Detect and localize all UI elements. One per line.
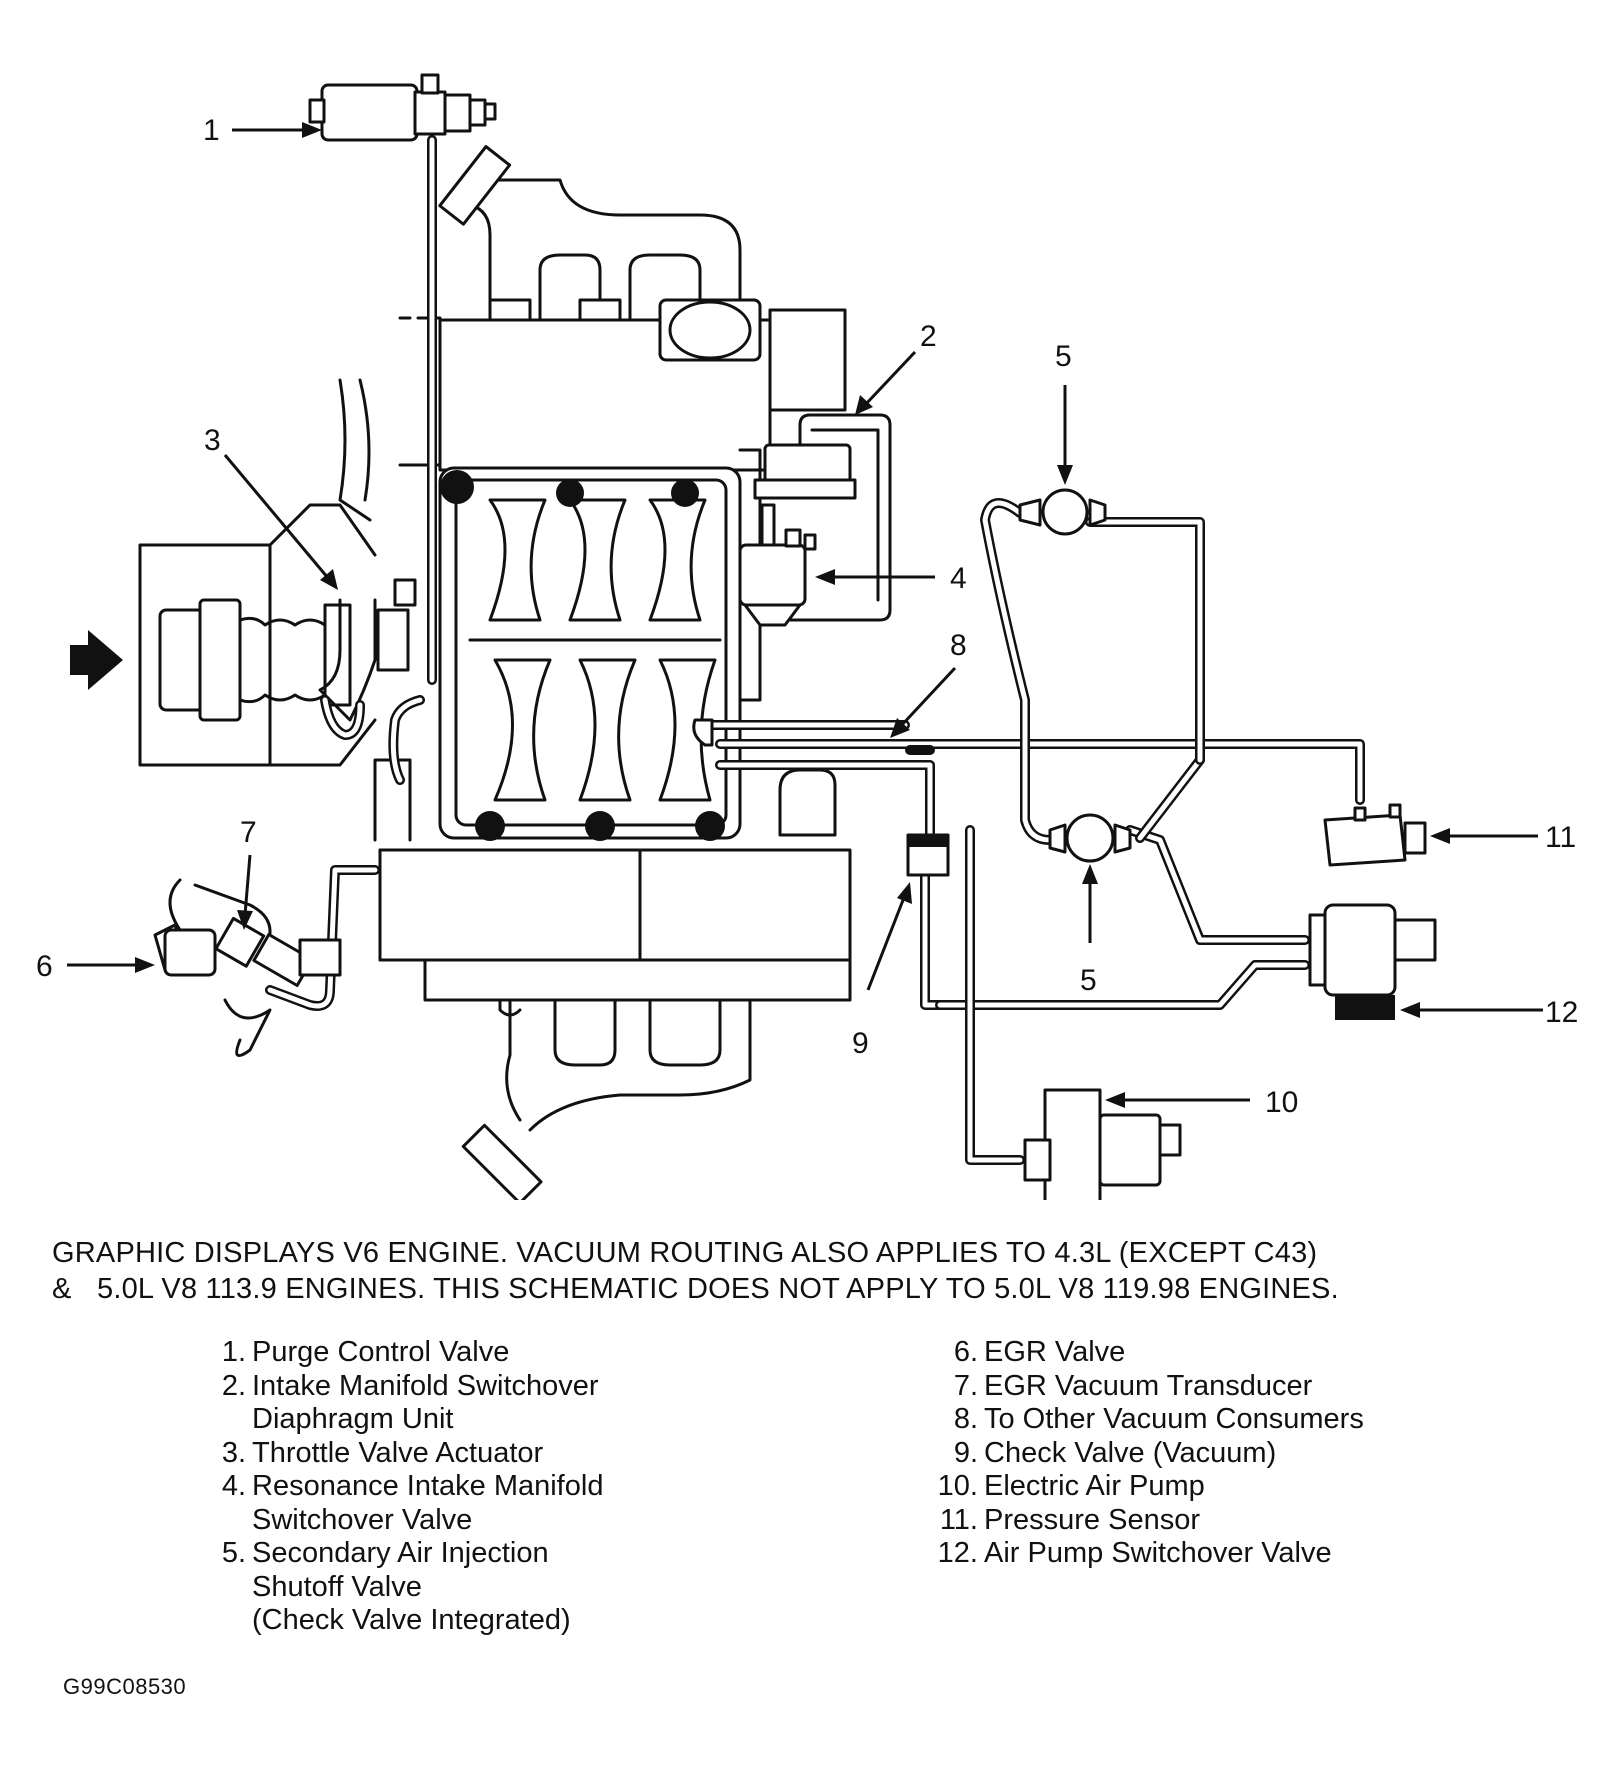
legend-item-line: Switchover Valve (252, 1503, 473, 1536)
legend-item-line: Secondary Air Injection (252, 1537, 549, 1569)
legend-item: 10.Electric Air Pump (925, 1470, 1565, 1504)
egr-valve (153, 878, 272, 1058)
legend-item-text: Purge Control Valve (252, 1336, 509, 1370)
caption-line-2-text: 5.0L V8 113.9 ENGINES. THIS SCHEMATIC DO… (97, 1273, 1339, 1305)
legend-item: 12.Air Pump Switchover Valve (925, 1537, 1565, 1571)
legend-item-number: 4. (221, 1470, 246, 1502)
legend-item-text: Pressure Sensor (984, 1504, 1200, 1538)
callout-3: 3 (204, 424, 221, 457)
legend-item-line: EGR Valve (984, 1336, 1126, 1368)
callout-7: 7 (240, 816, 257, 849)
throttle-valve-actuator (318, 578, 417, 740)
legend-item-number: 8. (953, 1403, 978, 1435)
legend-item-number: 9. (953, 1436, 978, 1469)
legend-item-text: EGR Valve (984, 1336, 1125, 1370)
legend-item-line: Purge Control Valve (252, 1336, 510, 1368)
leader-arrows (67, 122, 1543, 1108)
legend-item-line: Intake Manifold Switchover (252, 1369, 599, 1402)
purge-control-valve (308, 73, 497, 685)
legend-item: 11.Pressure Sensor (925, 1504, 1565, 1538)
legend-item-number: 7. (953, 1369, 978, 1402)
electric-air-pump (1023, 1088, 1182, 1200)
legend-item-number: 6. (953, 1336, 978, 1368)
legend-item: 6.EGR Valve (925, 1336, 1565, 1370)
callout-10: 10 (1265, 1086, 1298, 1119)
legend-item: 3.Throttle Valve Actuator (210, 1437, 730, 1471)
legend-item-line: To Other Vacuum Consumers (984, 1403, 1364, 1435)
legend-item-text: EGR Vacuum Transducer (984, 1370, 1312, 1404)
caption-line-2: &5.0L V8 113.9 ENGINES. THIS SCHEMATIC D… (52, 1271, 1572, 1307)
legend-item: 7.EGR Vacuum Transducer (925, 1370, 1565, 1404)
other-vacuum-consumers-line (692, 718, 714, 747)
legend-item-line: EGR Vacuum Transducer (984, 1369, 1313, 1402)
secondary-air-shutoff-valve-top (1018, 488, 1107, 536)
callout-12: 12 (1545, 996, 1578, 1029)
legend-item: 9.Check Valve (Vacuum) (925, 1437, 1565, 1471)
legend-item-line: Diaphragm Unit (252, 1403, 454, 1435)
resonance-switchover-valve (738, 503, 817, 627)
callout-6: 6 (36, 950, 53, 983)
legend-item-line: Pressure Sensor (984, 1503, 1200, 1536)
legend-item-text: Check Valve (Vacuum) (984, 1437, 1276, 1471)
legend-item-number: 2. (221, 1369, 246, 1402)
legend-item-number: 11. (939, 1503, 978, 1536)
legend-item-text: Electric Air Pump (984, 1470, 1205, 1504)
pressure-sensor (1323, 803, 1427, 867)
legend-item-line: (Check Valve Integrated) (252, 1604, 571, 1636)
check-valve-vacuum (906, 833, 950, 877)
legend-item-line: Check Valve (Vacuum) (984, 1436, 1277, 1469)
legend-item-line: Electric Air Pump (984, 1470, 1205, 1502)
legend-item-text: Air Pump Switchover Valve (984, 1537, 1332, 1571)
legend-item-number: 12. (937, 1537, 978, 1569)
figure-id: G99C08530 (63, 1674, 187, 1699)
diagram-caption: GRAPHIC DISPLAYS V6 ENGINE. VACUUM ROUTI… (52, 1235, 1572, 1307)
legend-item-text: To Other Vacuum Consumers (984, 1403, 1364, 1437)
callout-1: 1 (203, 114, 220, 147)
callout-9: 9 (852, 1027, 869, 1060)
vacuum-hoses (265, 498, 1365, 1165)
callout-5-bottom: 5 (1080, 964, 1097, 997)
air-pump-switchover-valve (1308, 903, 1437, 1020)
intake-switchover-diaphragm (753, 413, 892, 622)
callout-2: 2 (920, 320, 937, 353)
legend-item-line: Air Pump Switchover Valve (984, 1537, 1332, 1569)
legend-item-number: 5. (221, 1537, 246, 1569)
legend-item: 8.To Other Vacuum Consumers (925, 1403, 1565, 1437)
air-inlet (70, 378, 377, 767)
legend-item-number: 3. (221, 1436, 246, 1469)
engine-block (373, 145, 852, 1200)
legend-item: 1.Purge Control Valve (210, 1336, 730, 1370)
vacuum-routing-diagram: 1 2 3 4 5 5 6 7 8 9 10 11 12 (36, 73, 1578, 1200)
callout-5-top: 5 (1055, 340, 1072, 373)
egr-vacuum-transducer (214, 916, 342, 987)
callout-8: 8 (950, 629, 967, 662)
legend-item-line: Shutoff Valve (252, 1570, 422, 1603)
caption-line-1: GRAPHIC DISPLAYS V6 ENGINE. VACUUM ROUTI… (52, 1237, 1318, 1269)
caption-ampersand: & (52, 1273, 72, 1305)
legend-item-line: Resonance Intake Manifold (252, 1470, 604, 1502)
legend-item-text: Throttle Valve Actuator (252, 1437, 543, 1471)
legend-item-number: 10. (937, 1470, 978, 1502)
legend-item-number: 1. (221, 1336, 246, 1368)
callout-11: 11 (1545, 821, 1576, 854)
secondary-air-shutoff-valve-bottom (1048, 813, 1132, 863)
callout-4: 4 (950, 562, 967, 595)
legend-item-line: Throttle Valve Actuator (252, 1436, 544, 1469)
